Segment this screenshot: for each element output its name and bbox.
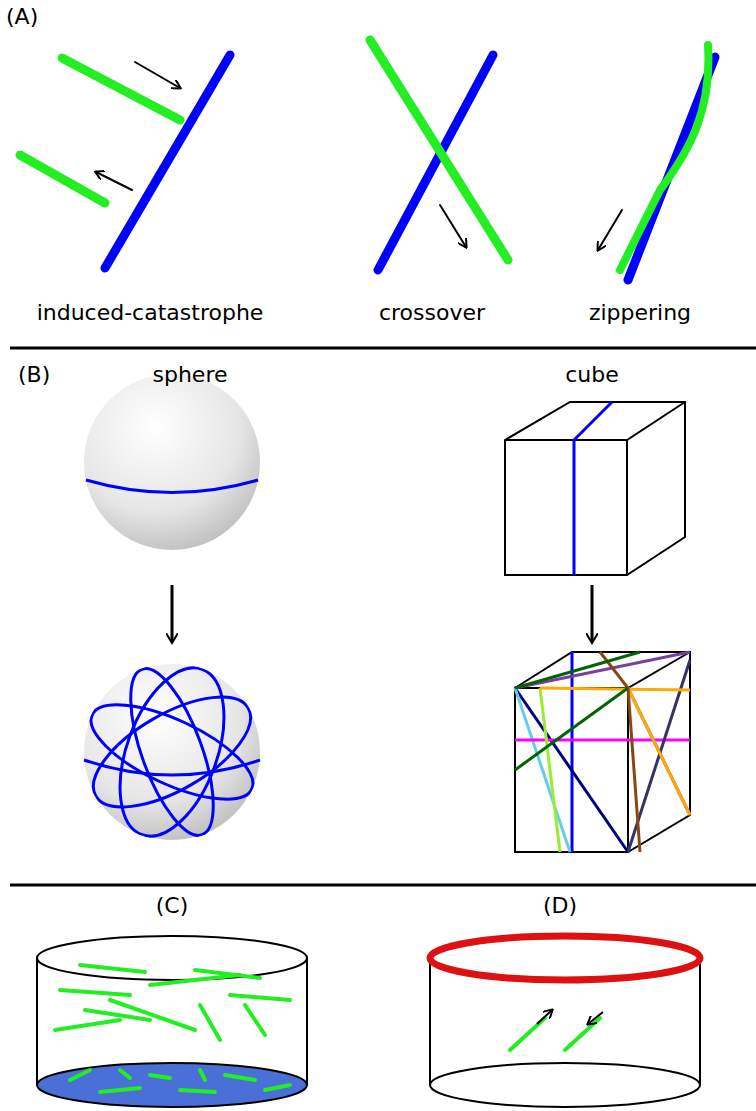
panel-label: (C) xyxy=(156,893,189,919)
shape-label: sphere xyxy=(152,362,227,388)
event-label: zippering xyxy=(589,300,691,326)
panel-label: (B) xyxy=(18,362,50,388)
shape-label: cube xyxy=(565,362,619,388)
panel-label: (A) xyxy=(6,4,38,30)
event-label: crossover xyxy=(379,300,485,326)
panel-label: (D) xyxy=(543,893,577,919)
event-label: induced-catastrophe xyxy=(37,300,264,326)
